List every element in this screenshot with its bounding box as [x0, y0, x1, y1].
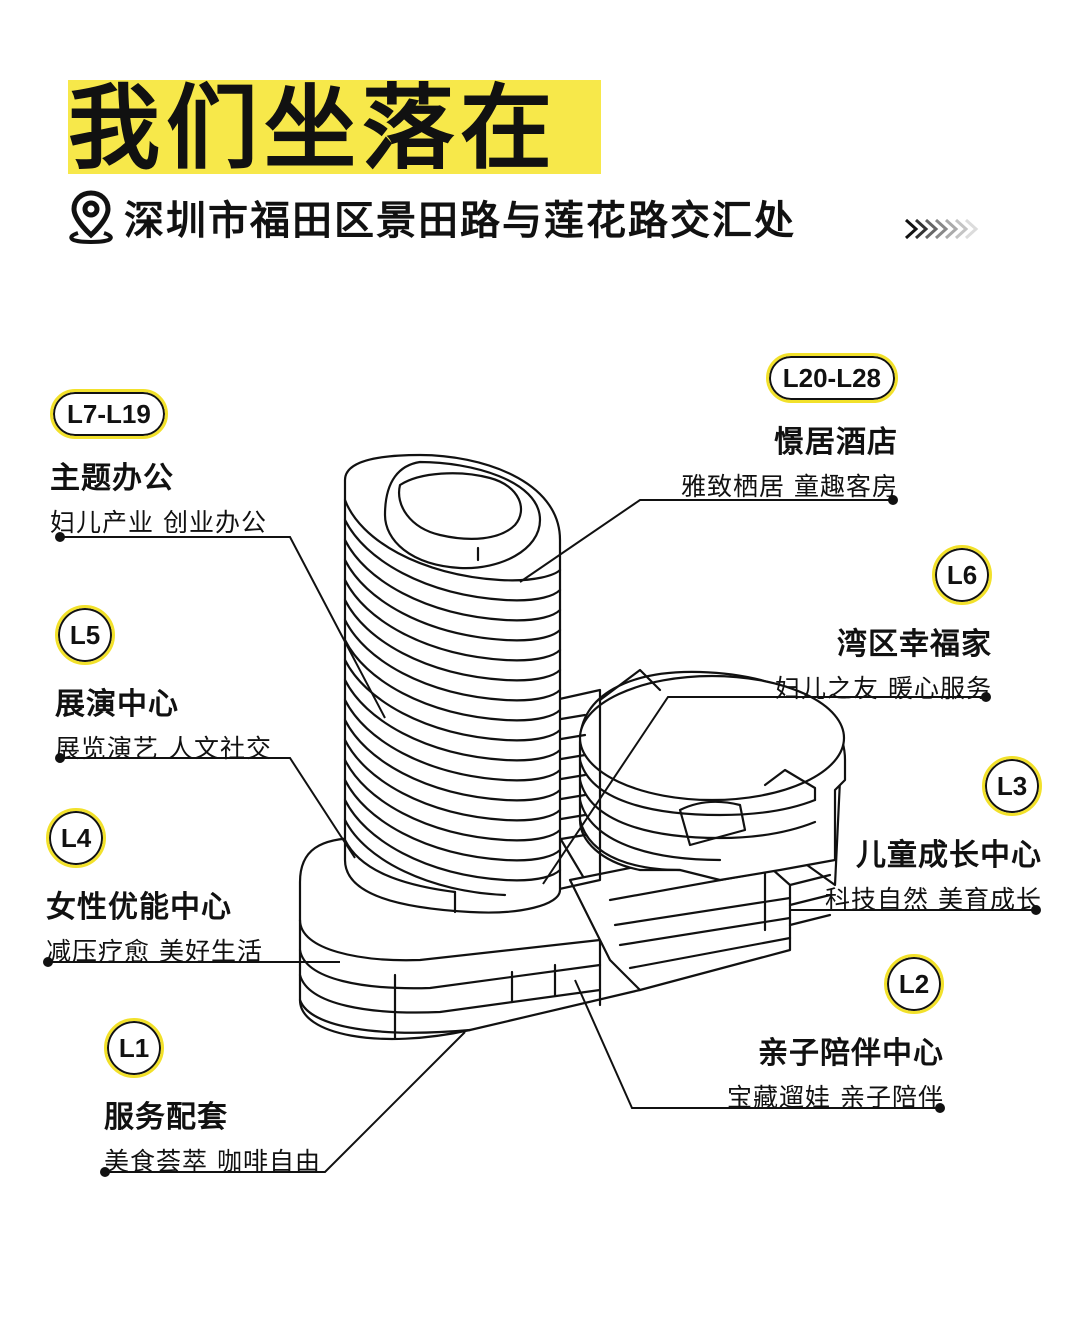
leader-line-l2 — [574, 979, 940, 1109]
label-l2: L2 亲子陪伴中心 宝藏遛娃 亲子陪伴 — [727, 954, 944, 1114]
label-title-l1: 服务配套 — [104, 1100, 228, 1135]
title-block: 我们坐落在 — [68, 74, 601, 182]
page-title: 我们坐落在 — [68, 74, 559, 182]
floor-badge-l5: L5 — [55, 605, 115, 665]
floor-badge-l20-l28: L20-L28 — [765, 353, 898, 403]
location-pin-icon — [69, 190, 113, 244]
label-l5: L5 展演中心 展览演艺 人文社交 — [55, 605, 272, 765]
label-title-l20-l28: 憬居酒店 — [774, 425, 898, 460]
label-desc-l1: 美食荟萃 咖啡自由 — [104, 1147, 321, 1176]
label-desc-l20-l28: 雅致栖居 童趣客房 — [681, 472, 898, 501]
leader-line-l20-l28 — [519, 499, 893, 583]
leader-line-l7-l19 — [60, 536, 386, 719]
floor-badge-l6: L6 — [932, 545, 992, 605]
label-l20-l28: L20-L28 憬居酒店 雅致栖居 童趣客房 — [681, 353, 898, 503]
address-row: 深圳市福田区景田路与莲花路交汇处 — [68, 188, 796, 246]
label-l1: L1 服务配套 美食荟萃 咖啡自由 — [104, 1018, 321, 1178]
leader-line-l6 — [542, 696, 986, 885]
leader-dot-l6 — [981, 692, 991, 702]
tower — [343, 453, 562, 914]
label-desc-l7-l19: 妇儿产业 创业办公 — [50, 508, 267, 537]
floor-badge-l1: L1 — [104, 1018, 164, 1078]
floor-badge-l7-l19: L7-L19 — [50, 389, 168, 439]
label-desc-l2: 宝藏遛娃 亲子陪伴 — [727, 1083, 944, 1112]
label-title-l2: 亲子陪伴中心 — [758, 1036, 944, 1071]
label-l6: L6 湾区幸福家 妇儿之友 暖心服务 — [775, 545, 992, 705]
label-desc-l5: 展览演艺 人文社交 — [55, 734, 272, 763]
label-title-l4: 女性优能中心 — [46, 890, 232, 925]
label-title-l3: 儿童成长中心 — [856, 838, 1042, 873]
leader-dot-l3 — [1031, 905, 1041, 915]
address-text: 深圳市福田区景田路与莲花路交汇处 — [124, 197, 796, 244]
leader-dot-l4 — [43, 957, 53, 967]
label-desc-l4: 减压疗愈 美好生活 — [46, 937, 263, 966]
label-l4: L4 女性优能中心 减压疗愈 美好生活 — [46, 808, 263, 968]
label-title-l7-l19: 主题办公 — [50, 461, 174, 496]
label-desc-l6: 妇儿之友 暖心服务 — [775, 674, 992, 703]
label-l7-l19: L7-L19 主题办公 妇儿产业 创业办公 — [50, 389, 267, 539]
floor-badge-l4: L4 — [46, 808, 106, 868]
label-desc-l3: 科技自然 美育成长 — [825, 885, 1042, 914]
label-title-l5: 展演中心 — [55, 687, 179, 722]
chevron-double-right-icon — [904, 218, 979, 240]
leader-dot-l5 — [55, 753, 65, 763]
leader-line-l5 — [60, 757, 356, 859]
floor-badge-l2: L2 — [884, 954, 944, 1014]
leader-dot-l1 — [100, 1167, 110, 1177]
label-l3: L3 儿童成长中心 科技自然 美育成长 — [825, 756, 1042, 916]
leader-dot-l7-l19 — [55, 532, 65, 542]
title-highlight — [68, 80, 601, 174]
label-title-l6: 湾区幸福家 — [837, 627, 992, 662]
leader-dot-l2 — [935, 1103, 945, 1113]
leader-dot-l20-l28 — [888, 495, 898, 505]
floor-badge-l3: L3 — [982, 756, 1042, 816]
leader-line-l1 — [105, 1031, 466, 1173]
